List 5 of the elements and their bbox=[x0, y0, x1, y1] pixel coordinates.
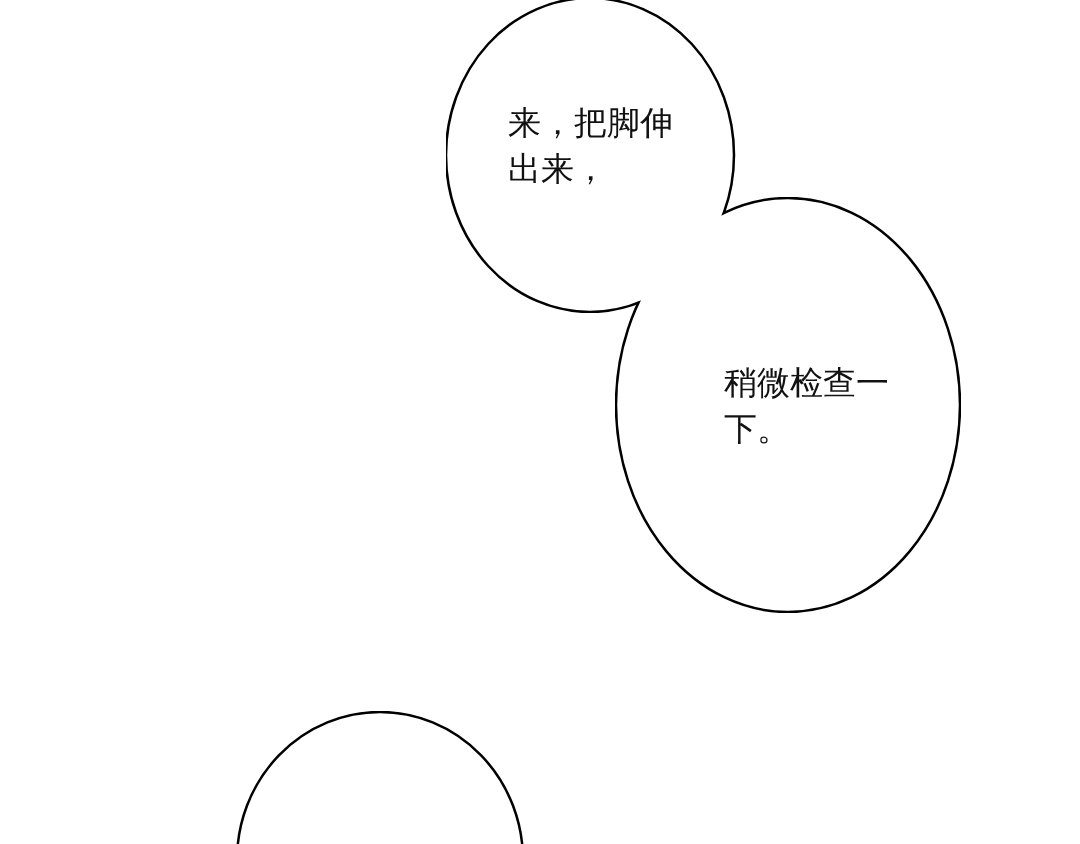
speech-bubble bbox=[236, 711, 524, 844]
speech-bubble bbox=[446, 0, 736, 313]
speech-text: 来，把脚伸出来， bbox=[508, 102, 674, 190]
speech-bubble bbox=[615, 197, 961, 613]
speech-text: 稍微检查一下。 bbox=[724, 362, 890, 450]
